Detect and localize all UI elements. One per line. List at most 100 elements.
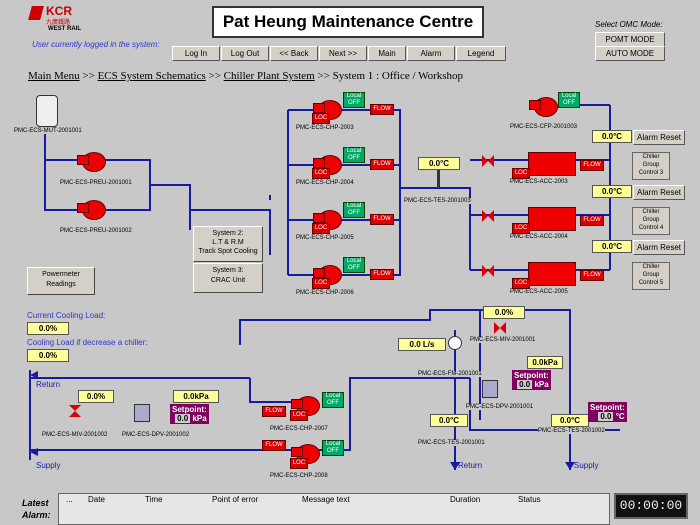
omc-label: Select OMC Mode:: [595, 20, 663, 29]
login-button[interactable]: Log In: [172, 46, 220, 61]
logout-button[interactable]: Log Out: [221, 46, 269, 61]
miv1-valve-icon[interactable]: [494, 322, 506, 334]
tes3-label: PMC-ECS-TES-2001003: [404, 198, 471, 204]
acc4-loc: LOC: [512, 223, 530, 234]
mut-label: PMC-ECS-MUT-2001001: [14, 128, 82, 134]
auto-mode-button[interactable]: AUTO MODE: [595, 46, 665, 61]
chp3-flow: FLOW: [370, 104, 394, 115]
chp4-loc: LOC: [312, 168, 330, 179]
alarm-button[interactable]: Alarm: [407, 46, 455, 61]
alarm-col-duration: Duration: [450, 495, 481, 504]
chp8-label: PMC-ECS-CHP-2008: [270, 473, 328, 479]
alarm-reset-5-button[interactable]: Alarm Reset: [633, 240, 685, 255]
chp7-flow: FLOW: [262, 406, 286, 417]
alarm-col-date: Date: [88, 495, 105, 504]
acc3-chiller-icon[interactable]: [528, 152, 576, 176]
cfp-label: PMC-ECS-CFP-2001003: [510, 124, 578, 130]
legend-button[interactable]: Legend: [456, 46, 506, 61]
miv1-percent: 0.0%: [483, 306, 525, 319]
fm-flow-value: 0.0 L/s: [398, 338, 446, 351]
breadcrumb-ecs[interactable]: ECS System Schematics: [97, 70, 206, 82]
chp8-loc: LOC: [290, 458, 308, 469]
alarm-reset-4-button[interactable]: Alarm Reset: [633, 185, 685, 200]
make-up-tank[interactable]: [36, 95, 58, 127]
preu1-pump-icon[interactable]: [77, 152, 106, 172]
alarm-label-2: Alarm:: [22, 510, 51, 520]
clock-display: 00:00:00: [614, 493, 688, 519]
alarm-col-time: Time: [145, 495, 163, 504]
dpv1-sensor-icon[interactable]: [482, 380, 498, 398]
chp5-label: PMC-ECS-CHP-2005: [296, 235, 354, 241]
tes2-setpoint: Setpoint:0.0 °C: [588, 402, 627, 422]
acc5-label: PMC-ECS-ACC-2005: [510, 289, 568, 295]
chp4-label: PMC-ECS-CHP-2004: [296, 180, 354, 186]
acc4-label: PMC-ECS-ACC-2004: [510, 234, 568, 240]
breadcrumb-main-menu[interactable]: Main Menu: [28, 70, 80, 82]
breadcrumb-current: System 1 : Office / Workshop: [332, 70, 464, 82]
valve4-icon[interactable]: [482, 210, 494, 222]
fm-label: PMC-ECS-FM-2001001: [418, 371, 482, 377]
logo-sub: WEST RAIL: [48, 26, 81, 32]
preu2-label: PMC-ECS-PREU-2001002: [60, 228, 132, 234]
acc3-temp: 0.0°C: [592, 130, 632, 143]
decrease-load-label: Cooling Load if decrease a chiller:: [27, 338, 148, 347]
chp7-label: PMC-ECS-CHP-2007: [270, 426, 328, 432]
acc5-loc: LOC: [512, 278, 530, 289]
system3-button[interactable]: System 3:CRAC Unit: [193, 263, 263, 293]
latest-alarm-bar: Latest Alarm:: [0, 490, 700, 525]
acc3-loc: LOC: [512, 168, 530, 179]
miv2-valve-icon[interactable]: [69, 405, 81, 417]
chp6-loc: LOC: [312, 278, 330, 289]
alarm-col-status: Status: [518, 495, 541, 504]
dpv2-sensor-icon[interactable]: [134, 404, 150, 422]
tes2-label: PMC-ECS-TES-2001002: [538, 428, 605, 434]
supply-label-right: Supply: [574, 461, 599, 470]
kcr-logo: KCR 九廣鐵路 WEST RAIL: [28, 2, 90, 38]
dpv2-setpoint: Setpoint:0.0 kPa: [170, 404, 209, 424]
preu2-pump-icon[interactable]: [77, 200, 106, 220]
alarm-reset-3-button[interactable]: Alarm Reset: [633, 130, 685, 145]
alarm-col-dots: ...: [66, 495, 73, 504]
chp7-loc: LOC: [290, 410, 308, 421]
cfp-pump-icon[interactable]: [529, 97, 558, 117]
back-button[interactable]: << Back: [270, 46, 318, 61]
tes3-temp: 0.0°C: [418, 157, 460, 170]
acc3-flow: FLOW: [580, 160, 604, 171]
dpv1-kpa: 0.0kPa: [527, 356, 563, 369]
alarm-label-1: Latest: [22, 498, 49, 508]
miv2-percent: 0.0%: [78, 390, 114, 403]
miv2-label: PMC-ECS-MIV-2001002: [42, 432, 108, 438]
dpv1-setpoint: Setpoint:0.0 kPa: [512, 370, 551, 390]
gauge-icon: [448, 336, 462, 350]
breadcrumb-chiller[interactable]: Chiller Plant System: [223, 70, 315, 82]
acc5-chiller-icon[interactable]: [528, 262, 576, 286]
chp5-flow: FLOW: [370, 214, 394, 225]
acc4-flow: FLOW: [580, 215, 604, 226]
dpv1-label: PMC-ECS-DPV-2001001: [466, 404, 534, 410]
page-title: Pat Heung Maintenance Centre: [212, 6, 484, 38]
chp6-label: PMC-ECS-CHP-2006: [296, 290, 354, 296]
chp3-loc: LOC: [312, 113, 330, 124]
miv1-label: PMC-ECS-MIV-2001001: [470, 337, 536, 343]
valve3-icon[interactable]: [482, 155, 494, 167]
chp3-label: PMC-ECS-CHP-2003: [296, 125, 354, 131]
preu1-label: PMC-ECS-PREU-2001001: [60, 180, 132, 186]
main-button[interactable]: Main: [368, 46, 406, 61]
acc5-flow: FLOW: [580, 270, 604, 281]
dpv2-kpa: 0.0kPa: [173, 390, 219, 403]
alarm-col-point: Point of error: [212, 495, 259, 504]
tes1-label: PMC-ECS-TES-2001001: [418, 440, 485, 446]
valve5-icon[interactable]: [482, 265, 494, 277]
acc4-chiller-icon[interactable]: [528, 207, 576, 231]
next-button[interactable]: Next >>: [319, 46, 367, 61]
current-load-value: 0.0%: [27, 322, 69, 335]
